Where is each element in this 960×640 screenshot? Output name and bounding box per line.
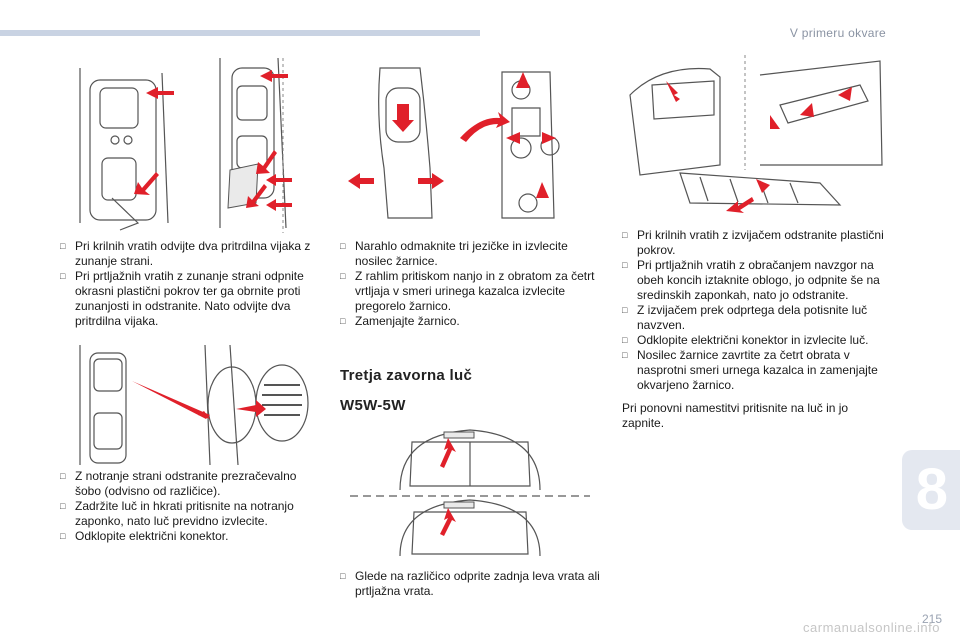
section-title: V primeru okvare [789, 26, 886, 40]
list-item: □Glede na različico odprite zadnja leva … [340, 569, 600, 598]
figure-bulb-holder [348, 67, 560, 219]
red-arrow-icon [666, 81, 852, 213]
col1-block2: □Z notranje strani odstranite prezračeva… [60, 469, 315, 544]
figure-tailgate [350, 429, 590, 557]
list-item: □Narahlo odmaknite tri jezičke in izvlec… [340, 239, 568, 268]
red-arrow-icon [348, 72, 556, 198]
list-item: □Odklopite električni konektor in izvlec… [622, 333, 869, 347]
red-arrow-icon [132, 381, 266, 419]
bullet-icon: □ [340, 241, 346, 251]
list-item: □Pri krilnih vratih odvijte dva pritrdil… [60, 239, 311, 268]
list-item: □Zamenjajte žarnico. [340, 314, 460, 328]
bullet-icon: □ [340, 571, 346, 581]
list-item: □Pri prtljažnih vratih z obračanjem navz… [622, 258, 880, 302]
list-item: □Z rahlim pritiskom nanjo in z obratom z… [340, 269, 595, 313]
bullet-icon: □ [60, 501, 66, 511]
bullet-icon: □ [340, 316, 346, 326]
reinstall-note: Pri ponovni namestitvi pritisnite na luč… [622, 401, 849, 430]
chapter-tab [902, 450, 960, 530]
col2-block2: □Glede na različico odprite zadnja leva … [340, 569, 602, 599]
col1-block1: □Pri krilnih vratih odvijte dva pritrdil… [60, 239, 315, 329]
list-item: □Odklopite električni konektor. [60, 529, 229, 543]
watermark: carmanualsonline.info [803, 620, 940, 635]
section-heading: Tretja zavorna luč [340, 367, 473, 384]
page-number: 215 [921, 612, 942, 626]
list-item: □Nosilec žarnice zavrtite za četrt obrat… [622, 348, 878, 392]
list-item: □Pri prtljažnih vratih z zunanje strani … [60, 269, 304, 328]
bullet-icon: □ [60, 471, 66, 481]
list-item: □Z izvijačem prek odprtega dela potisnit… [622, 303, 868, 332]
list-item: □Zadržite luč in hkrati pritisnite na no… [60, 499, 294, 528]
figure-lamp-screws [79, 58, 292, 233]
col3-block1: □Pri krilnih vratih z izvijačem odstrani… [622, 228, 888, 431]
bullet-icon: □ [340, 271, 346, 281]
bullet-icon: □ [60, 271, 66, 281]
figure-brake-light [629, 55, 883, 213]
chapter-number: 8 [915, 457, 948, 522]
bullet-icon: □ [622, 305, 628, 315]
figure-vent-clip [79, 345, 309, 465]
bullet-icon: □ [622, 230, 628, 240]
red-arrow-icon [134, 70, 292, 211]
list-item: □Z notranje strani odstranite prezračeva… [60, 469, 297, 498]
bullet-icon: □ [622, 260, 628, 270]
bullet-icon: □ [60, 241, 66, 251]
bullet-icon: □ [60, 531, 66, 541]
list-item: □Pri krilnih vratih z izvijačem odstrani… [622, 228, 884, 257]
bullet-icon: □ [622, 350, 628, 360]
header-bar [0, 30, 480, 36]
red-arrow-icon [440, 438, 456, 536]
bulb-type-heading: W5W-5W [340, 397, 406, 414]
bullet-icon: □ [622, 335, 628, 345]
col2-block1: □Narahlo odmaknite tri jezičke in izvlec… [340, 239, 602, 329]
